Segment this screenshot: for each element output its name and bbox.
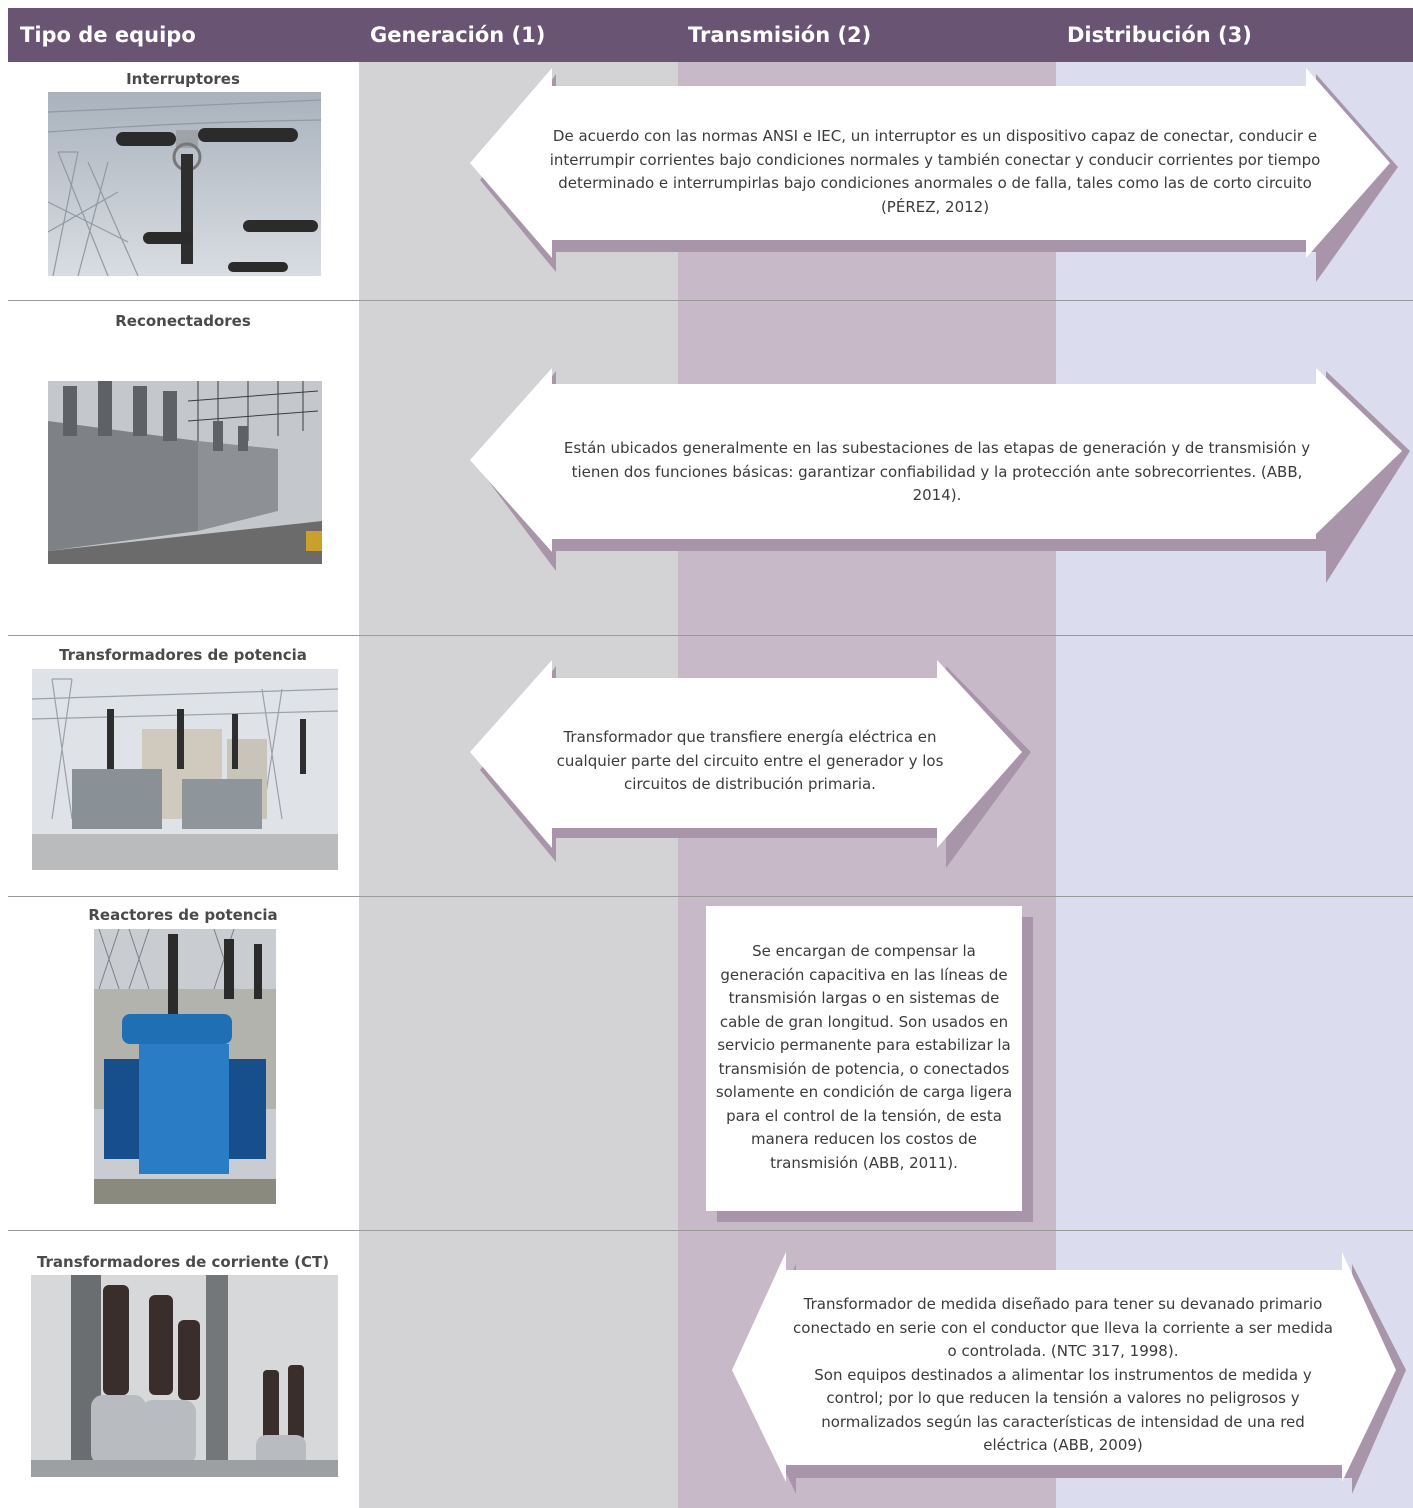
header-generacion: Generación (1): [370, 23, 546, 47]
row-divider: [8, 635, 1413, 636]
equipment-title-reconectadores: Reconectadores: [115, 312, 251, 330]
equipment-title-interruptores: Interruptores: [126, 70, 240, 88]
description-transformadores-corriente: Transformador de medida diseñado para te…: [790, 1293, 1336, 1458]
photo-power-transformers: [32, 669, 338, 870]
photo-reclosers: [48, 381, 322, 564]
equipment-title-transformadores-corriente: Transformadores de corriente (CT): [36, 1253, 330, 1271]
description-reactores: Se encargan de compensar la generación c…: [715, 942, 1013, 1172]
table-header: Tipo de equipo Generación (1) Transmisió…: [8, 8, 1413, 62]
row-divider: [8, 1230, 1413, 1231]
photo-current-transformers: [31, 1275, 338, 1477]
equipment-title-reactores: Reactores de potencia: [88, 906, 278, 924]
arrow-reconectadores: [470, 368, 1402, 552]
row-divider: [8, 896, 1413, 897]
description-ct-part-1: Transformador de medida diseñado para te…: [793, 1295, 1333, 1360]
description-interruptores: De acuerdo con las normas ANSI e IEC, un…: [549, 127, 1321, 216]
description-reconectadores: Están ubicados generalmente en las subes…: [563, 439, 1311, 504]
header-transmision: Transmisión (2): [688, 23, 872, 47]
photo-circuit-breakers: [48, 92, 321, 276]
arrow-transformadores-potencia: [470, 660, 1022, 848]
description-transformadores-potencia: Transformador que transfiere energía elé…: [556, 728, 944, 793]
arrow-interruptores: [470, 68, 1390, 258]
equipment-title-transformadores-potencia: Transformadores de potencia: [59, 646, 307, 664]
box-reactores: [706, 906, 1022, 1211]
header-tipo-equipo: Tipo de equipo: [20, 23, 196, 47]
photo-power-reactor: [94, 929, 276, 1204]
description-ct-part-2: Son equipos destinados a alimentar los i…: [814, 1365, 1312, 1455]
header-distribucion: Distribución (3): [1067, 23, 1252, 47]
arrow-transformadores-corriente: [732, 1252, 1396, 1482]
row-divider: [8, 300, 1413, 301]
